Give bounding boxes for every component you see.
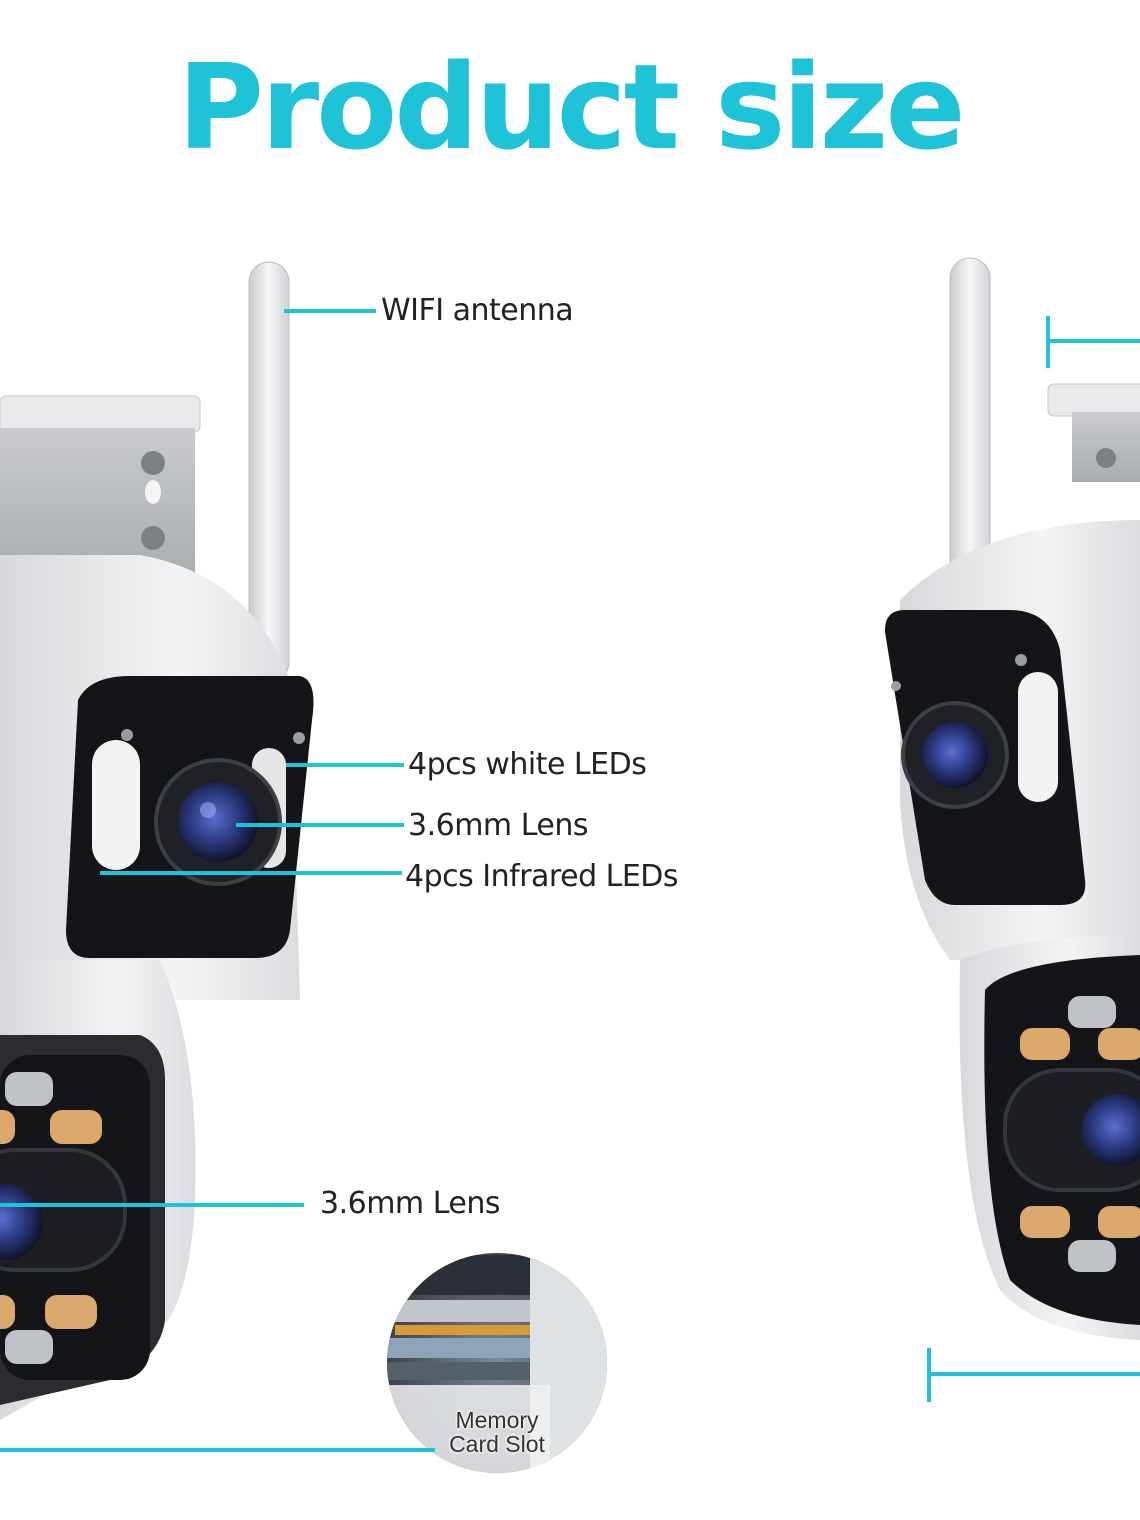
bracket-screw [141,526,165,550]
white-led-strip [92,740,140,870]
right-bracket-top [1047,383,1140,417]
memory-card-caption-line1: Memory [455,1407,539,1433]
upper-lens-label: 3.6mm Lens [408,808,588,843]
page-title: Product size [177,38,965,176]
left-bracket-top [0,395,201,433]
upper-lens-glass [178,782,258,862]
wifi-antenna-label: WIFI antenna [381,293,574,328]
right-led-group [1020,996,1140,1272]
panel-screw [293,732,305,744]
memory-card-slot-caption: Memory Card Slot [432,1408,562,1456]
white-led-strip [1018,672,1058,802]
left-bracket [0,428,195,578]
bracket-screw [141,451,165,475]
infrared-leds-label: 4pcs Infrared LEDs [405,859,679,894]
memory-card-caption-line2: Card Slot [449,1431,545,1457]
panel-screw [891,681,901,691]
panel-screw [1015,654,1027,666]
white-leds-label: 4pcs white LEDs [408,747,647,782]
right-upper-lens-glass [922,722,988,788]
panel-screw [121,729,133,741]
right-antenna [949,257,991,594]
callout-lines [0,309,1140,1452]
bracket-screw [1096,448,1116,468]
lower-lens-label: 3.6mm Lens [320,1186,500,1221]
infrared-led-group [0,1072,102,1364]
right-lower-lens-glass [1082,1094,1140,1166]
right-bracket [1072,412,1140,482]
